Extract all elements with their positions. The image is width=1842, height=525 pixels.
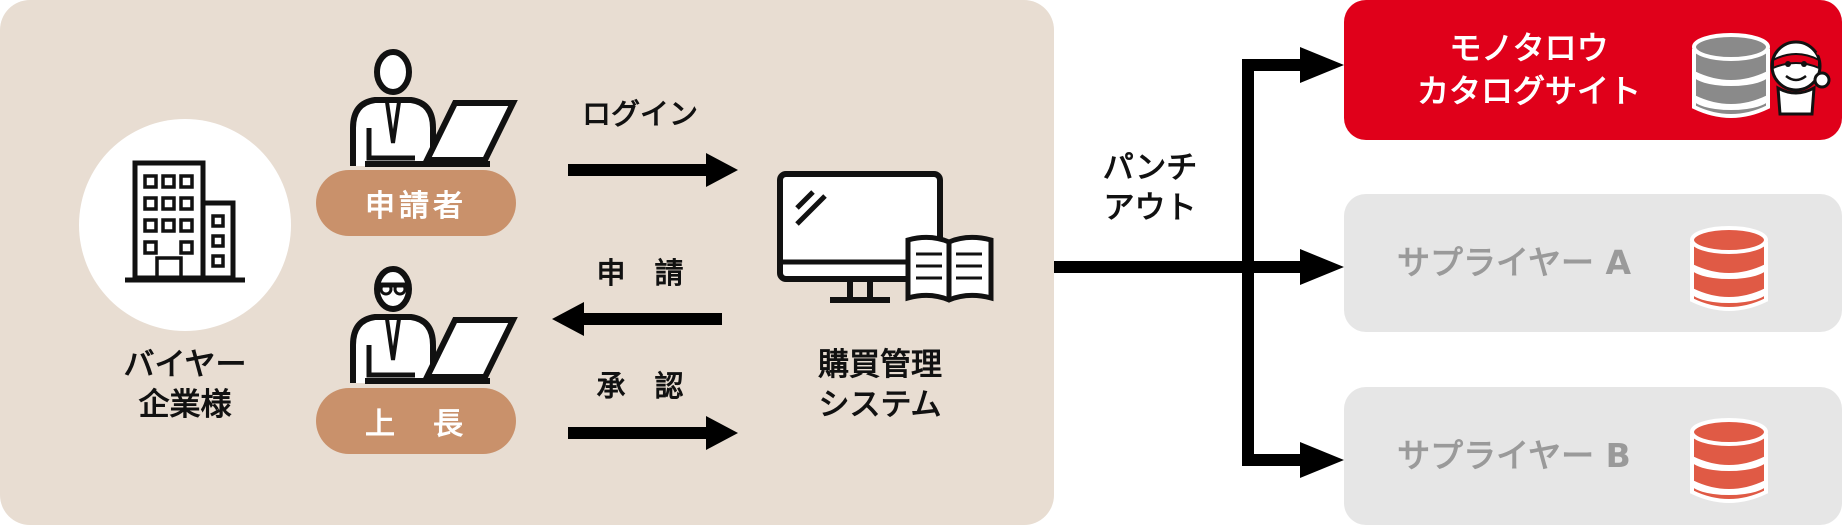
request-label: 申 請 (596, 256, 684, 290)
approve-arrow (568, 416, 738, 450)
supplier-a-database-icon (1690, 226, 1768, 311)
login-label: ログイン (581, 97, 698, 131)
system-label: 購買管理 システム (818, 347, 942, 424)
grey-database-icon (1692, 33, 1770, 118)
applicant-pill: 申請者 (316, 170, 516, 236)
boss-pill: 上 長 (316, 388, 516, 454)
building-icon (125, 160, 245, 283)
supplier-b-database-icon (1690, 418, 1768, 503)
punchout-label: パンチ アウト (1102, 150, 1198, 227)
applicant-person-icon (350, 49, 518, 167)
boss-person-icon (350, 266, 518, 384)
monotaro-catalog-label: モノタロウ カタログサイト (1416, 28, 1641, 110)
punchout-connector (1054, 47, 1344, 478)
mascot-icon (1770, 40, 1832, 116)
buyer-label: バイヤー 企業様 (123, 347, 247, 424)
approve-label: 承 認 (596, 369, 684, 403)
book-icon (905, 234, 994, 303)
supplier-a-label: サプライヤー A (1396, 242, 1632, 282)
login-arrow (568, 153, 738, 187)
request-arrow (552, 302, 722, 336)
monitor-icon (777, 171, 943, 303)
supplier-b-label: サプライヤー B (1397, 435, 1631, 475)
